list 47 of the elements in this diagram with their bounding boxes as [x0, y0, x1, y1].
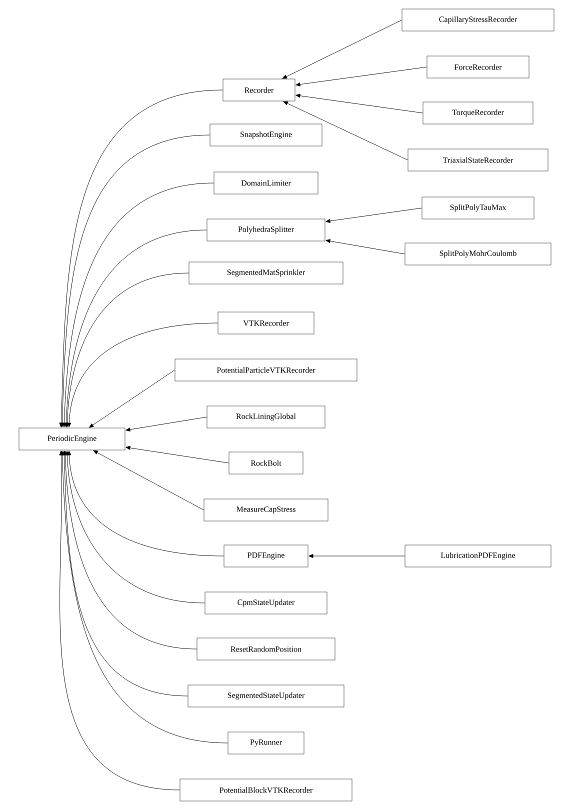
class-box: SplitPolyMohrCoulomb — [404, 242, 552, 266]
arrow — [63, 450, 197, 650]
arrow — [282, 20, 402, 79]
arrow — [65, 272, 189, 428]
arrow — [59, 450, 180, 790]
arrow — [60, 450, 228, 744]
arrow — [308, 554, 405, 558]
arrow — [59, 90, 223, 428]
arrow — [67, 322, 218, 428]
class-box: MeasureCapStress — [204, 498, 328, 522]
class-box: RockLiningGlobal — [206, 406, 326, 428]
arrow — [89, 370, 175, 428]
class-box: ForceRecorder — [426, 56, 530, 78]
arrow — [296, 66, 427, 86]
class-box: PotentialBlockVTKRecorder — [180, 778, 352, 802]
arrow — [283, 101, 408, 160]
class-box: VTKRecorder — [218, 312, 314, 334]
arrow — [296, 94, 423, 114]
arrow — [65, 450, 205, 604]
class-box: SnapshotEngine — [210, 124, 322, 146]
arrow — [126, 416, 207, 432]
arrow — [62, 182, 214, 428]
arrow — [64, 230, 207, 428]
class-box: CapillaryStressRecorder — [402, 8, 554, 32]
arrow — [67, 450, 224, 556]
class-box: CpmStateUpdater — [204, 592, 328, 614]
class-box: ResetRandomPosition — [196, 638, 336, 660]
class-box: SegmentedMatSprinkler — [188, 262, 344, 284]
class-box: PyRunner — [228, 732, 304, 754]
arrow — [60, 134, 210, 428]
arrow — [326, 208, 422, 223]
class-box: LubricationPDFEngine — [404, 544, 552, 568]
arrow — [126, 446, 229, 464]
class-box: TorqueRecorder — [422, 102, 534, 124]
class-box: Recorder — [222, 78, 296, 102]
class-box: SegmentedStateUpdater — [188, 684, 344, 708]
arrow — [62, 450, 188, 696]
class-box: TriaxialStateRecorder — [408, 148, 548, 172]
class-box: DomainLimiter — [214, 172, 318, 194]
class-box: RockBolt — [228, 452, 304, 474]
arrow — [93, 450, 204, 510]
arrow — [326, 239, 405, 254]
class-box: PolyhedraSplitter — [206, 218, 326, 242]
class-box: PDFEngine — [224, 544, 308, 568]
class-box: PeriodicEngine — [18, 428, 126, 450]
class-box: SplitPolyTauMax — [422, 196, 534, 220]
class-box: PotentialParticleVTKRecorder — [174, 358, 358, 382]
